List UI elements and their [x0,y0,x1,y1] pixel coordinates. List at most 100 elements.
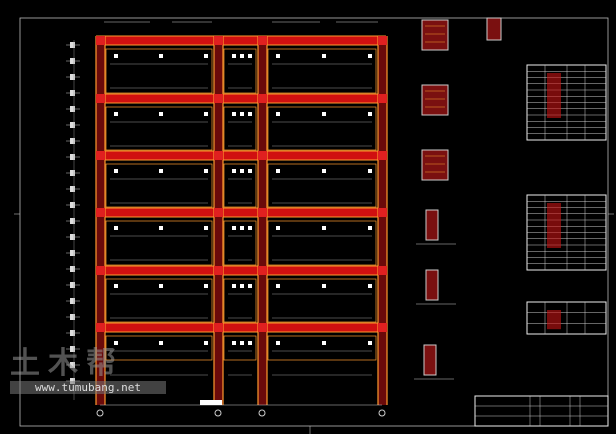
table-highlight [547,203,561,248]
rebar-tag [240,169,244,173]
rebar-tag [248,54,252,58]
slab-outline [267,278,377,323]
beam-floor-3 [96,151,386,160]
slab-outline [105,278,213,323]
beam-floor-1 [96,36,386,45]
rebar-tag [232,112,236,116]
rebar-tag [276,54,280,58]
joint [258,151,267,160]
rebar-tag [204,284,208,288]
rebar-tag [368,284,372,288]
rebar-tag [232,341,236,345]
slab-outline [267,335,377,361]
beam-detail-3 [423,344,437,376]
rebar-tag [114,341,118,345]
joint [378,36,387,45]
level-tag [70,250,75,256]
rebar-tag [368,112,372,116]
rebar-tag [322,226,326,230]
slab-outline [223,335,257,361]
level-tag [70,266,75,272]
rebar-tag [204,341,208,345]
rebar-tag [322,169,326,173]
drawing-name-label [200,400,222,405]
schedule-table-3 [526,301,607,335]
rebar-tag [159,54,163,58]
rebar-tag [232,54,236,58]
level-tag [70,346,75,352]
rebar-tag [114,169,118,173]
slab-outline [223,48,257,94]
joint [258,94,267,103]
rebar-tag [368,169,372,173]
title-block [474,395,609,427]
column-section-2 [421,84,449,116]
joint [258,36,267,45]
column-1 [96,36,105,405]
level-tag [70,298,75,304]
rebar-tag [368,54,372,58]
slab-outline [105,163,213,208]
rebar-tag [248,341,252,345]
rebar-tag [114,112,118,116]
slab-outline [105,48,213,94]
beam-floor-2 [96,94,386,103]
slab-outline [267,220,377,266]
slab-outline [105,106,213,151]
rebar-tag [204,54,208,58]
rebar-tag [248,226,252,230]
rebar-tag [322,341,326,345]
level-tag [70,42,75,48]
level-tag [70,74,75,80]
level-tag [70,58,75,64]
joint [96,266,105,275]
rebar-tag [232,284,236,288]
joint [96,36,105,45]
joint [378,266,387,275]
column-section-1 [421,19,449,51]
rebar-tag [368,226,372,230]
level-tag [70,218,75,224]
rebar-tag [159,169,163,173]
joint [378,208,387,217]
rebar-tag [276,226,280,230]
joint [214,94,223,103]
level-tag [70,170,75,176]
watermark-logo: 土木帮 [10,346,124,381]
rebar-tag [276,169,280,173]
slab-outline [105,335,213,361]
axis-bubble [378,409,386,417]
slab-outline [223,163,257,208]
watermark-url: www.tumubang.net [10,381,166,394]
rebar-tag [159,226,163,230]
rebar-tag [204,169,208,173]
column-3 [258,36,267,405]
rebar-tag [204,112,208,116]
rebar-tag [322,284,326,288]
rebar-tag [240,226,244,230]
joint [96,323,105,332]
joint [378,94,387,103]
axis-bubble [96,409,104,417]
rebar-tag [204,226,208,230]
column-4 [378,36,387,405]
slab-outline [223,106,257,151]
beam-detail-1 [425,209,439,241]
level-tag [70,90,75,96]
joint [214,208,223,217]
level-tag [70,106,75,112]
joint [96,94,105,103]
rebar-tag [114,226,118,230]
joint [258,323,267,332]
rebar-tag [114,284,118,288]
joint [214,151,223,160]
rebar-tag [159,341,163,345]
level-tag [70,122,75,128]
joint [378,151,387,160]
beam-detail-2 [425,269,439,301]
rebar-tag [368,341,372,345]
level-tag [70,314,75,320]
level-tag [70,234,75,240]
